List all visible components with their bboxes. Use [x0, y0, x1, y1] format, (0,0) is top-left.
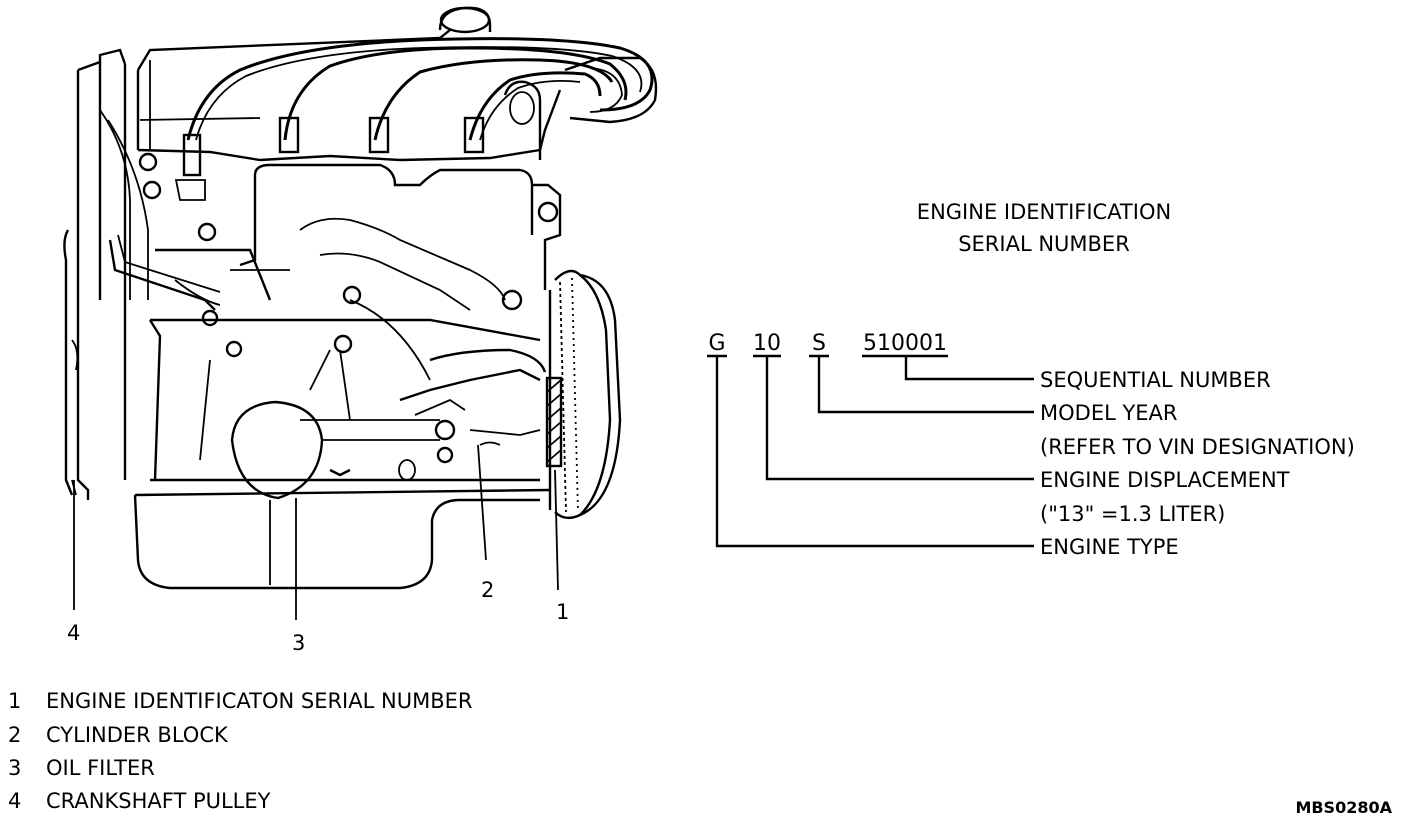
callout-leaders — [73, 444, 559, 620]
label-sequential-number: SEQUENTIAL NUMBER — [1040, 368, 1271, 392]
figure-id: MBS0280A — [1295, 798, 1392, 817]
code-sequential-number: 510001 — [863, 331, 947, 356]
heading-line-1: ENGINE IDENTIFICATION — [917, 200, 1171, 224]
callout-4: 4 — [67, 621, 80, 645]
callout-3: 3 — [292, 631, 305, 655]
code-bracket-lines — [707, 354, 1034, 548]
callout-1: 1 — [556, 600, 569, 624]
code-displacement: 10 — [753, 331, 781, 356]
callout-2: 2 — [481, 578, 494, 602]
label-engine-type: ENGINE TYPE — [1040, 535, 1179, 559]
legend-text: ENGINE IDENTIFICATON SERIAL NUMBER — [46, 689, 472, 713]
legend-text: OIL FILTER — [46, 756, 155, 780]
heading-line-2: SERIAL NUMBER — [958, 232, 1130, 256]
legend-text: CYLINDER BLOCK — [46, 723, 229, 747]
legend-text: CRANKSHAFT PULLEY — [46, 789, 271, 813]
legend-number: 4 — [8, 789, 21, 813]
engine-illustration — [63, 6, 658, 590]
code-model-year: S — [812, 331, 826, 356]
legend-number: 1 — [8, 689, 21, 713]
code-engine-type: G — [708, 331, 725, 356]
label-displacement-note: ("13" =1.3 LITER) — [1040, 502, 1225, 526]
legend-number: 3 — [8, 756, 21, 780]
legend: 1 ENGINE IDENTIFICATON SERIAL NUMBER 2 C… — [8, 689, 472, 813]
label-model-year: MODEL YEAR — [1040, 401, 1178, 425]
legend-number: 2 — [8, 723, 21, 747]
label-engine-displacement: ENGINE DISPLACEMENT — [1040, 468, 1290, 492]
label-model-year-note: (REFER TO VIN DESIGNATION) — [1040, 435, 1355, 459]
